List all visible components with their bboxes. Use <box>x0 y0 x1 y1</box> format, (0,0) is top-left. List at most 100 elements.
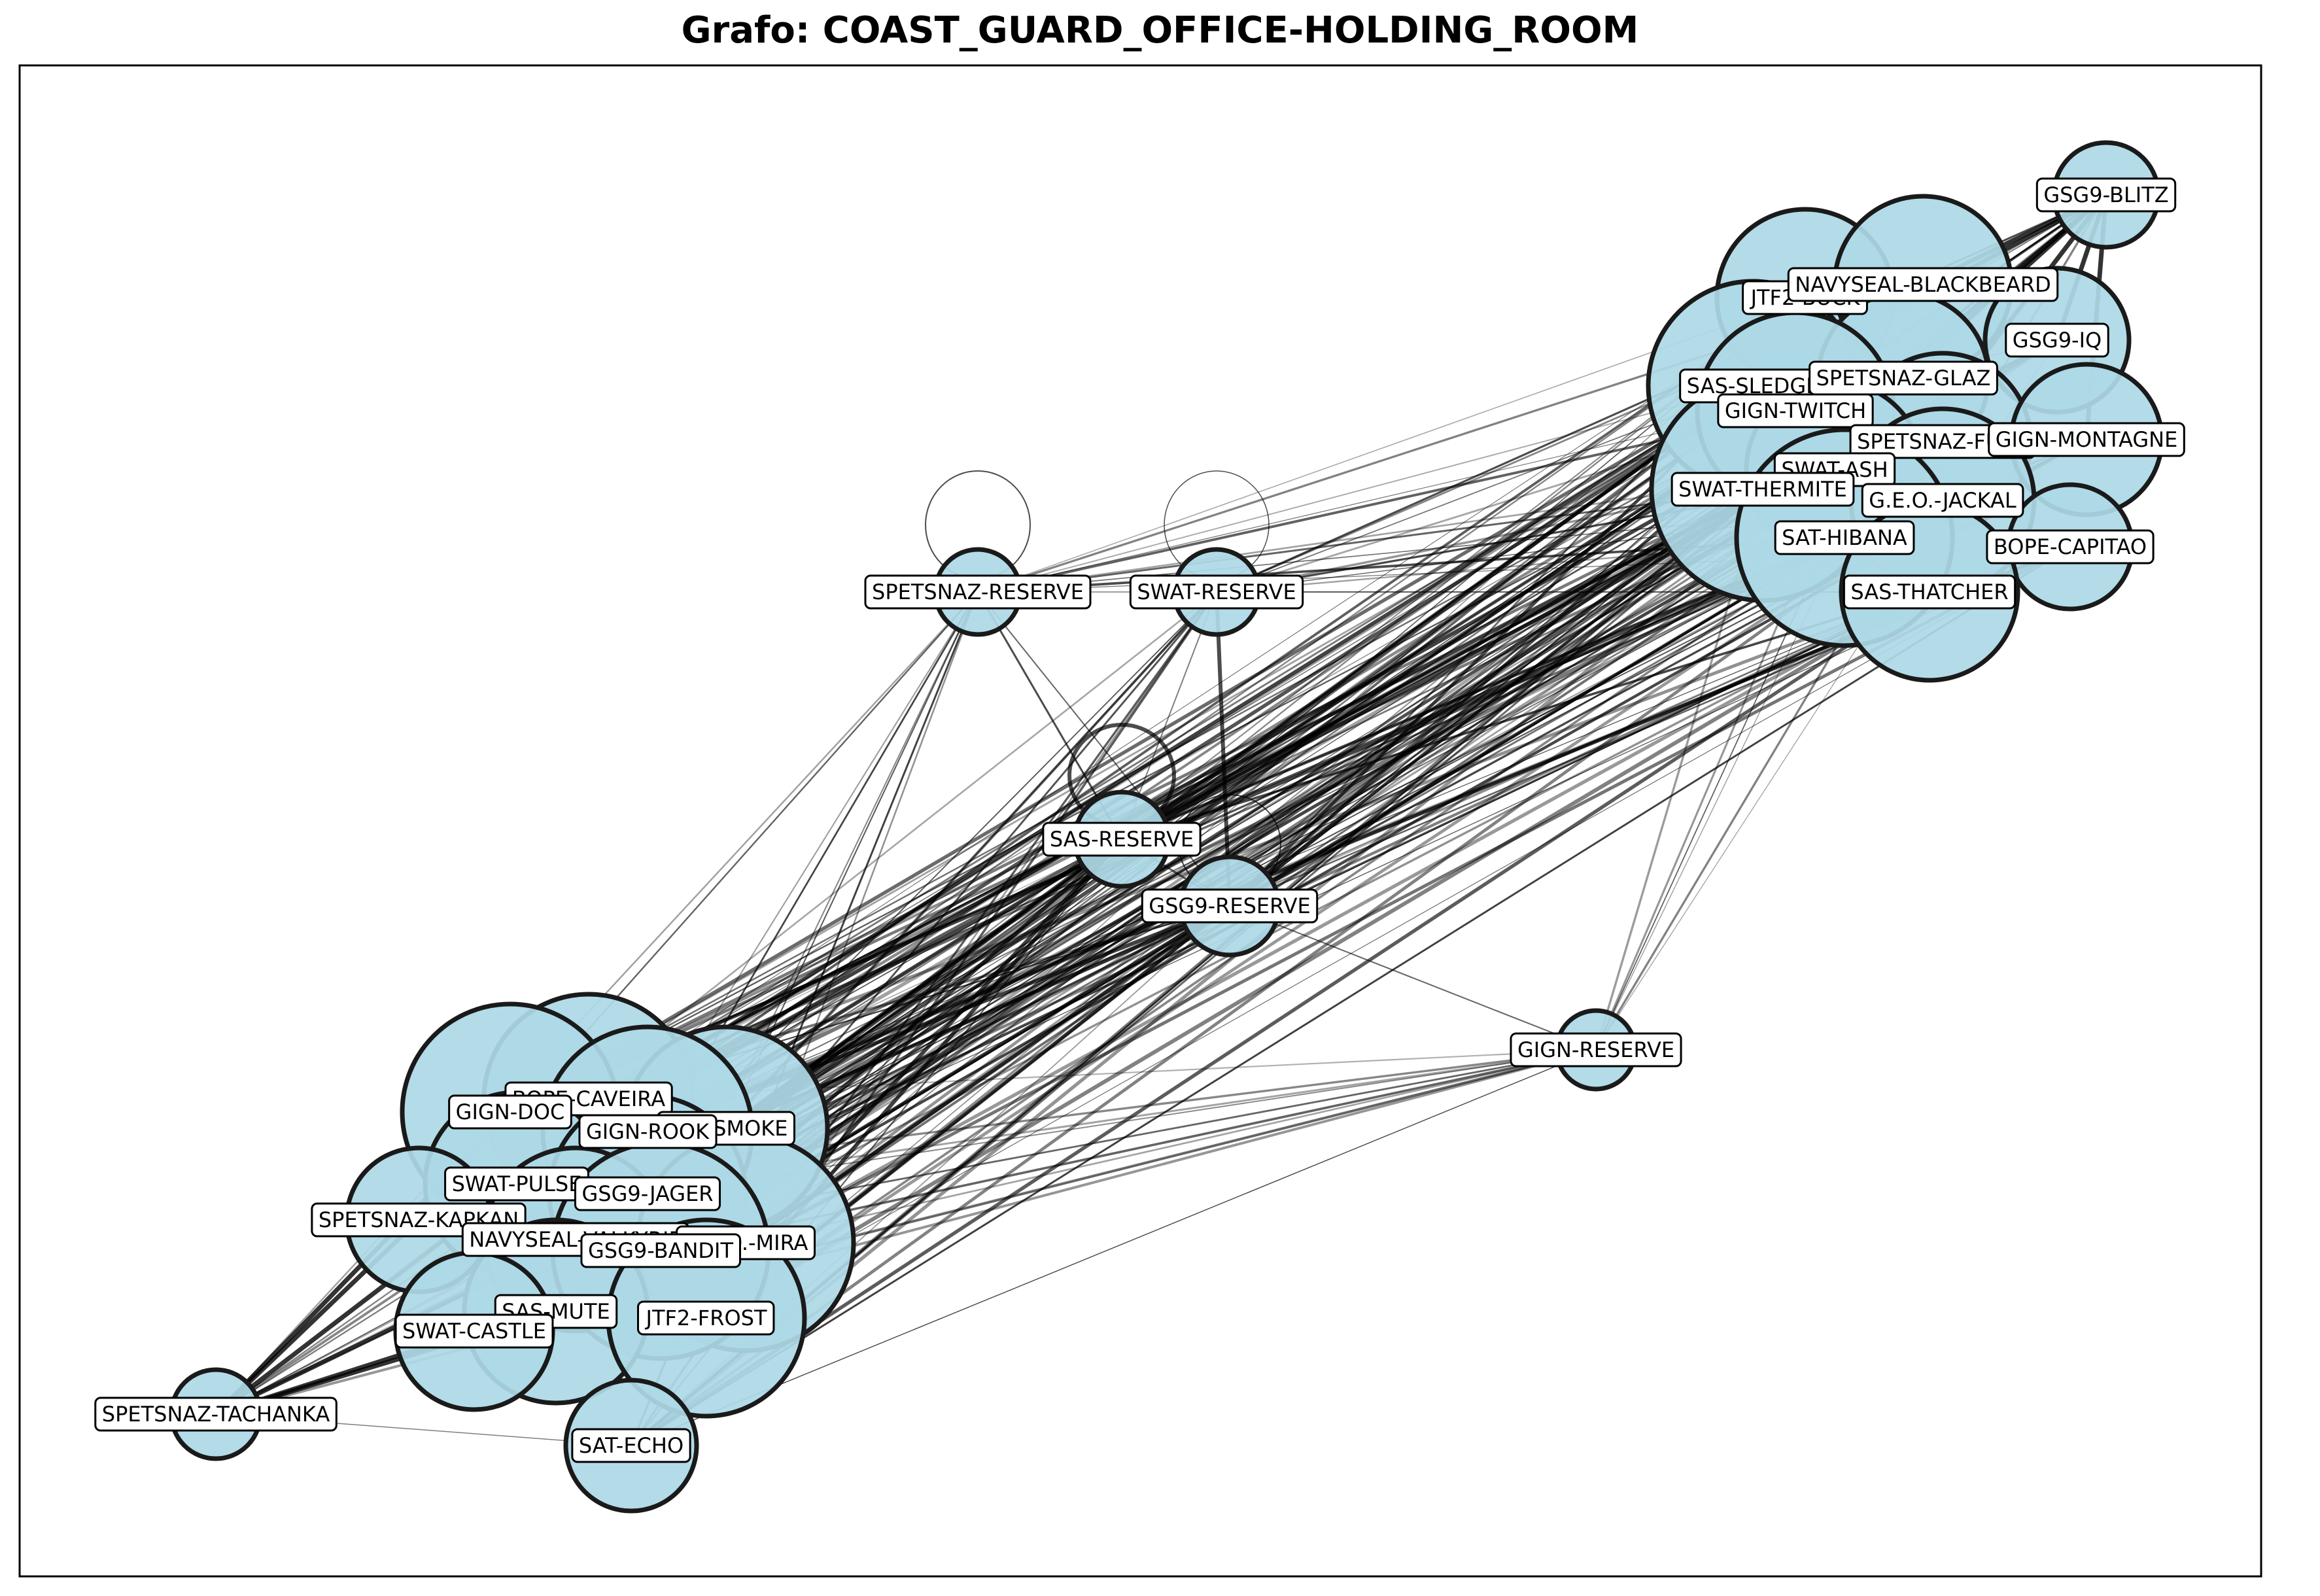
node-label-box <box>1774 520 1915 555</box>
node-label-text: SPETSNAZ-RESERVE <box>872 580 1084 604</box>
node-label-box <box>1787 267 2059 302</box>
node-label-text: GIGN-DOC <box>456 1100 565 1124</box>
node-label: SPETSNAZ-TACHANKA <box>94 1396 338 1432</box>
node-label-text: NAVYSEAL-BLACKBEARD <box>1795 272 2051 297</box>
node-label-text: SAT-ECHO <box>579 1433 684 1458</box>
node-label-text: GIGN-ROOK <box>586 1119 710 1144</box>
node-label-box <box>637 1300 775 1336</box>
edge <box>588 590 1930 1101</box>
node-label-box <box>1988 422 2185 457</box>
edge <box>977 385 1754 593</box>
node-label: NAVYSEAL-BLACKBEARD <box>1787 267 2059 302</box>
node-label: GIGN-DOC <box>448 1094 572 1130</box>
edge <box>744 545 2071 1245</box>
node-label-text: SWAT-RESERVE <box>1137 580 1296 604</box>
node-label: JTF2-FROST <box>637 1300 775 1336</box>
edge <box>1229 905 1597 1050</box>
node-label: GSG9-BLITZ <box>2035 177 2177 213</box>
node-label-text: SPETSNAZ-TACHANKA <box>102 1402 330 1427</box>
node-label: GSG9-JAGER <box>574 1176 721 1211</box>
node-label-text: BOPE-CAPITAO <box>1994 534 2147 559</box>
node-label: GSG9-IQ <box>2005 322 2109 358</box>
edge <box>744 590 1931 1245</box>
edge <box>588 488 1763 1100</box>
node-label: SAS-THATCHER <box>1843 574 2017 610</box>
edge <box>705 498 1944 1320</box>
node-label-box <box>1861 483 2024 518</box>
node-label: SAT-ECHO <box>571 1428 691 1463</box>
node-label-box <box>578 1114 718 1149</box>
node-label-text: GSG9-BLITZ <box>2043 182 2168 207</box>
edge <box>631 546 2071 1447</box>
node-label: SWAT-RESERVE <box>1129 574 1304 610</box>
node-label-box <box>1671 472 1855 507</box>
node-label-text: GSG9-JAGER <box>581 1181 713 1206</box>
node-label: GIGN-RESERVE <box>1510 1032 1682 1067</box>
node-label-text: SWAT-CASTLE <box>402 1319 546 1344</box>
node-label-text: JTF2-FROST <box>645 1306 767 1330</box>
edge <box>588 385 1754 1100</box>
node-label-box <box>1809 360 1998 396</box>
node-label-box <box>94 1396 338 1432</box>
node-label: BOPE-CAPITAO <box>1986 529 2155 564</box>
node-label: SPETSNAZ-RESERVE <box>864 574 1092 610</box>
node-label-box <box>1042 822 1202 857</box>
node-label-box <box>1843 574 2017 610</box>
plot-frame <box>18 64 2262 1578</box>
node-label-box <box>2005 322 2109 358</box>
edge <box>588 536 1845 1100</box>
node-label: SWAT-THERMITE <box>1671 472 1855 507</box>
node-label: SPETSNAZ-GLAZ <box>1809 360 1998 396</box>
edge <box>977 409 1796 593</box>
node-label-text: G.E.O.-JACKAL <box>1869 488 2017 513</box>
node-label-box <box>1129 574 1304 610</box>
node-label: G.E.O.-JACKAL <box>1861 483 2024 518</box>
node-label-box <box>571 1428 691 1463</box>
edge <box>1120 384 1754 841</box>
node-label-box <box>1986 529 2155 564</box>
node-label: GIGN-MONTAGNE <box>1988 422 2185 457</box>
node-label-text: GSG9-RESERVE <box>1149 893 1310 918</box>
node-label-text: SAS-THATCHER <box>1850 580 2008 604</box>
node-label-text: GSG9-IQ <box>2013 328 2102 353</box>
edge <box>630 499 1944 1447</box>
node-label-text: SWAT-PULSE <box>452 1171 582 1196</box>
node-label-box <box>1141 888 1319 924</box>
node-label-text: SAS-RESERVE <box>1050 827 1194 852</box>
node-label-box <box>1717 393 1874 428</box>
edge <box>587 468 1836 1101</box>
node-label-box <box>580 1233 741 1268</box>
node-label: SWAT-CASTLE <box>394 1313 554 1349</box>
node-label-box <box>394 1313 554 1349</box>
node-label-box <box>1510 1032 1682 1067</box>
edge <box>1120 487 1764 841</box>
edge <box>1215 591 1232 907</box>
edge <box>588 297 1806 1100</box>
chart-title: Grafo: COAST_GUARD_OFFICE-HOLDING_ROOM <box>681 9 1639 52</box>
node-label: GIGN-TWITCH <box>1717 393 1874 428</box>
node-label-text: SWAT-THERMITE <box>1678 477 1847 502</box>
edge <box>745 1049 1597 1244</box>
node-label-text: GIGN-RESERVE <box>1517 1037 1674 1062</box>
edge <box>706 546 2071 1319</box>
edge <box>630 590 1931 1448</box>
node-label-text: GIGN-MONTAGNE <box>1996 427 2178 452</box>
node-label: GIGN-ROOK <box>578 1114 718 1149</box>
node-label-box <box>2035 177 2177 213</box>
node-label: SAT-HIBANA <box>1774 520 1915 555</box>
node-label-text: GSG9-BANDIT <box>588 1238 734 1263</box>
node-label-box <box>448 1094 572 1130</box>
node-label-box <box>864 574 1092 610</box>
node-label: GSG9-BANDIT <box>580 1233 741 1268</box>
node-label-text: SPETSNAZ-GLAZ <box>1816 366 1991 390</box>
node-labels: GSG9-BLITZJTF2-BUCKNAVYSEAL-BLACKBEARDGS… <box>94 177 2185 1463</box>
node-label-text: GIGN-TWITCH <box>1725 398 1866 423</box>
edge <box>1229 591 1930 907</box>
node-label: SWAT-PULSE <box>444 1166 589 1202</box>
edge <box>646 488 1764 1195</box>
node-label-text: SAT-HIBANA <box>1782 525 1907 550</box>
node-label-box <box>574 1176 721 1211</box>
edge <box>631 1049 1597 1446</box>
edge <box>725 409 1797 1130</box>
